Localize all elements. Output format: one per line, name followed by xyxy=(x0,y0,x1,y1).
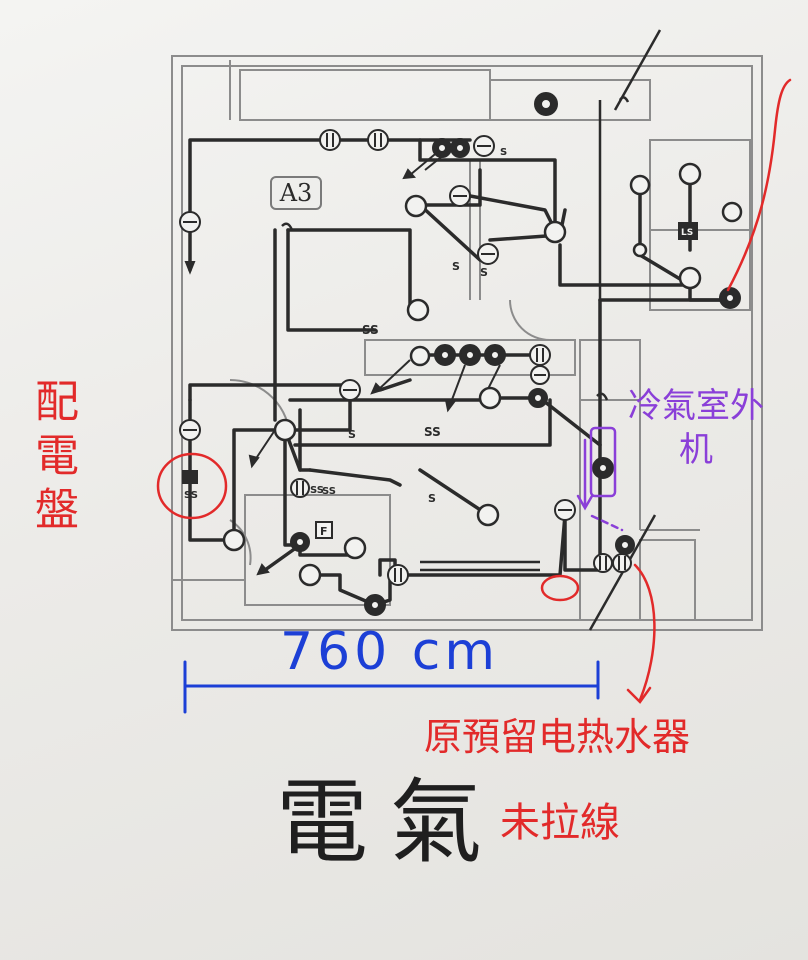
ls-box xyxy=(678,222,698,240)
not-wired-annotation: 未拉線 xyxy=(500,800,620,846)
water-heater-annotation: 原預留电热水器 xyxy=(424,715,691,759)
outlet-symbol xyxy=(593,553,613,573)
junction-marks xyxy=(281,96,630,401)
outlet-symbol xyxy=(290,478,310,498)
fixture-symbol xyxy=(528,388,548,408)
purple-arrow-head xyxy=(576,494,594,511)
light-symbol xyxy=(404,194,428,218)
light-symbol xyxy=(678,162,702,186)
fixture-symbol xyxy=(459,344,481,366)
light-symbol xyxy=(629,174,651,196)
red-arrow-line xyxy=(633,563,656,702)
switch-label: S xyxy=(428,492,436,505)
f-label: F xyxy=(320,525,328,538)
dimension-text: 760 cm xyxy=(280,622,500,682)
fixture-symbol xyxy=(719,287,741,309)
fixture-symbols xyxy=(290,92,741,616)
panel-annotation: 配電盤 xyxy=(27,378,78,540)
heater-circle xyxy=(540,574,580,602)
light-symbol xyxy=(406,298,430,322)
light-symbol xyxy=(222,528,246,552)
switch-label: S xyxy=(452,260,460,273)
switch-label: SS xyxy=(424,425,441,439)
outlet-symbol xyxy=(477,243,499,265)
light-symbol xyxy=(409,345,431,367)
outlet-symbol xyxy=(339,379,361,401)
outlet-symbols xyxy=(179,129,632,586)
outlet-symbol xyxy=(473,135,495,157)
switch-label: S xyxy=(500,147,507,158)
outlet-symbol xyxy=(367,129,389,151)
switch-label: S xyxy=(348,428,356,441)
switch-label: SS xyxy=(362,323,379,337)
fixture-symbol xyxy=(290,532,310,552)
light-symbol xyxy=(678,266,702,290)
wiring-lines xyxy=(188,138,732,607)
ls-label: LS xyxy=(681,228,693,238)
light-symbol xyxy=(343,536,367,560)
outlet-symbol xyxy=(449,185,471,207)
purple-ink-marks xyxy=(576,426,624,532)
ac-outdoor-annotation: 冷氣室外机 xyxy=(628,386,764,470)
light-symbol xyxy=(273,418,297,442)
fixture-symbol xyxy=(434,344,456,366)
outlet-symbol xyxy=(612,553,632,573)
outlet-symbol xyxy=(179,211,201,233)
red-curve-top xyxy=(726,78,792,292)
special-boxes: LS F SS SS xyxy=(182,222,698,539)
red-ink-marks xyxy=(156,78,792,704)
outlet-symbol xyxy=(179,419,201,441)
panel-circle xyxy=(156,452,228,520)
outlet-symbol xyxy=(554,499,576,521)
fixture-symbol xyxy=(364,594,386,616)
fixture-symbol xyxy=(592,457,614,479)
light-symbol xyxy=(632,242,648,258)
light-symbols xyxy=(222,162,743,587)
sheet-label: A3 xyxy=(270,176,322,210)
counter-lines xyxy=(420,560,540,572)
drawing-title: 電氣 xyxy=(276,769,505,876)
ac-unit-box xyxy=(589,426,617,498)
switch-label: SS xyxy=(322,486,336,497)
purple-dash xyxy=(590,514,624,532)
light-symbol xyxy=(478,386,502,410)
light-symbol xyxy=(298,563,322,587)
fixture-symbol xyxy=(534,92,558,116)
f-box xyxy=(315,521,333,539)
outlet-symbol xyxy=(529,344,551,366)
fixture-symbol xyxy=(484,344,506,366)
outlet-symbol xyxy=(319,129,341,151)
fixture-symbol xyxy=(432,138,452,158)
panel-mark: SS xyxy=(184,490,198,501)
dimension-line xyxy=(183,660,600,714)
light-symbol xyxy=(543,220,567,244)
panel-box xyxy=(182,470,198,484)
fixture-symbol xyxy=(615,535,635,555)
outlet-symbol xyxy=(387,564,409,586)
fixture-symbol xyxy=(450,138,470,158)
red-arrow-head xyxy=(626,686,652,704)
switch-label: S xyxy=(480,266,488,279)
dss-mark: SS xyxy=(310,485,324,496)
outlet-symbol xyxy=(530,365,550,385)
light-symbol xyxy=(476,503,500,527)
light-symbol xyxy=(721,201,743,223)
switch-labels: SS SS SS S S S S S xyxy=(322,147,507,505)
